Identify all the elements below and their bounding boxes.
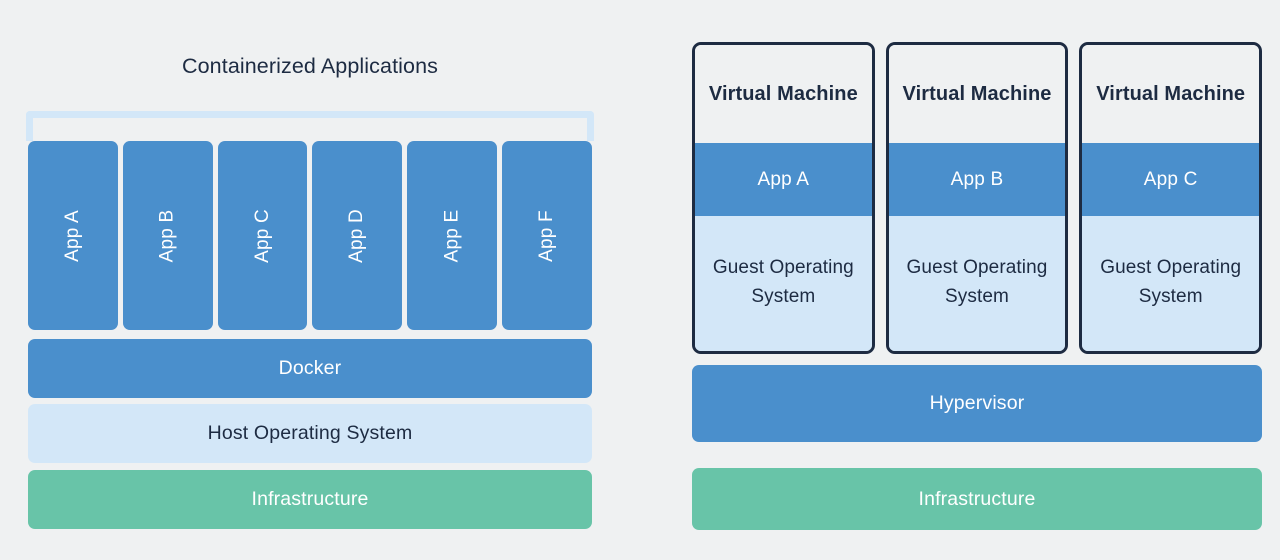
virtual-machine-title: Virtual Machine [695,45,872,143]
container-app-box[interactable]: App B [122,141,213,330]
container-app-box[interactable]: App E [407,141,498,330]
container-app-label: App B [156,209,178,262]
hypervisor-layer[interactable]: Hypervisor [692,365,1262,442]
container-app-label: App D [346,208,368,263]
virtual-machine-title: Virtual Machine [1082,45,1260,143]
virtual-machines-panel: Virtual Machine App A Guest Operating Sy… [640,0,1280,560]
container-app-label: App C [251,208,273,263]
page-title: Containerized Applications [182,54,438,78]
virtual-machine-box[interactable]: Virtual Machine App A Guest Operating Sy… [692,42,875,354]
container-app-label: App F [536,209,558,262]
virtual-machine-row: Virtual Machine App A Guest Operating Sy… [692,42,1263,354]
virtual-machine-app-layer[interactable]: App B [888,143,1066,216]
container-bracket-icon [26,111,594,141]
virtual-machine-guest-os-layer[interactable]: Guest Operating System [695,216,872,351]
container-app-row: App A App B App C App D App E App F [28,141,592,330]
virtual-machine-box[interactable]: Virtual Machine App C Guest Operating Sy… [1079,42,1263,354]
container-app-label: App E [441,209,463,262]
infrastructure-layer-left[interactable]: Infrastructure [28,470,592,529]
virtual-machine-app-layer[interactable]: App C [1082,143,1260,216]
virtual-machine-app-layer[interactable]: App A [695,143,872,216]
virtual-machine-box[interactable]: Virtual Machine App B Guest Operating Sy… [885,42,1069,354]
host-operating-system-layer[interactable]: Host Operating System [28,404,592,463]
container-app-box[interactable]: App D [312,141,403,330]
virtual-machine-guest-os-layer[interactable]: Guest Operating System [888,216,1066,351]
container-app-box[interactable]: App C [217,141,308,330]
docker-layer[interactable]: Docker [28,339,592,398]
infrastructure-layer-right[interactable]: Infrastructure [692,468,1262,530]
container-app-box[interactable]: App A [28,141,118,330]
container-app-box[interactable]: App F [502,141,592,330]
virtual-machine-guest-os-layer[interactable]: Guest Operating System [1082,216,1260,351]
container-app-label: App A [61,209,83,262]
virtual-machine-title: Virtual Machine [888,45,1066,143]
containerized-applications-panel: Containerized Applications App A App B A… [26,54,594,529]
